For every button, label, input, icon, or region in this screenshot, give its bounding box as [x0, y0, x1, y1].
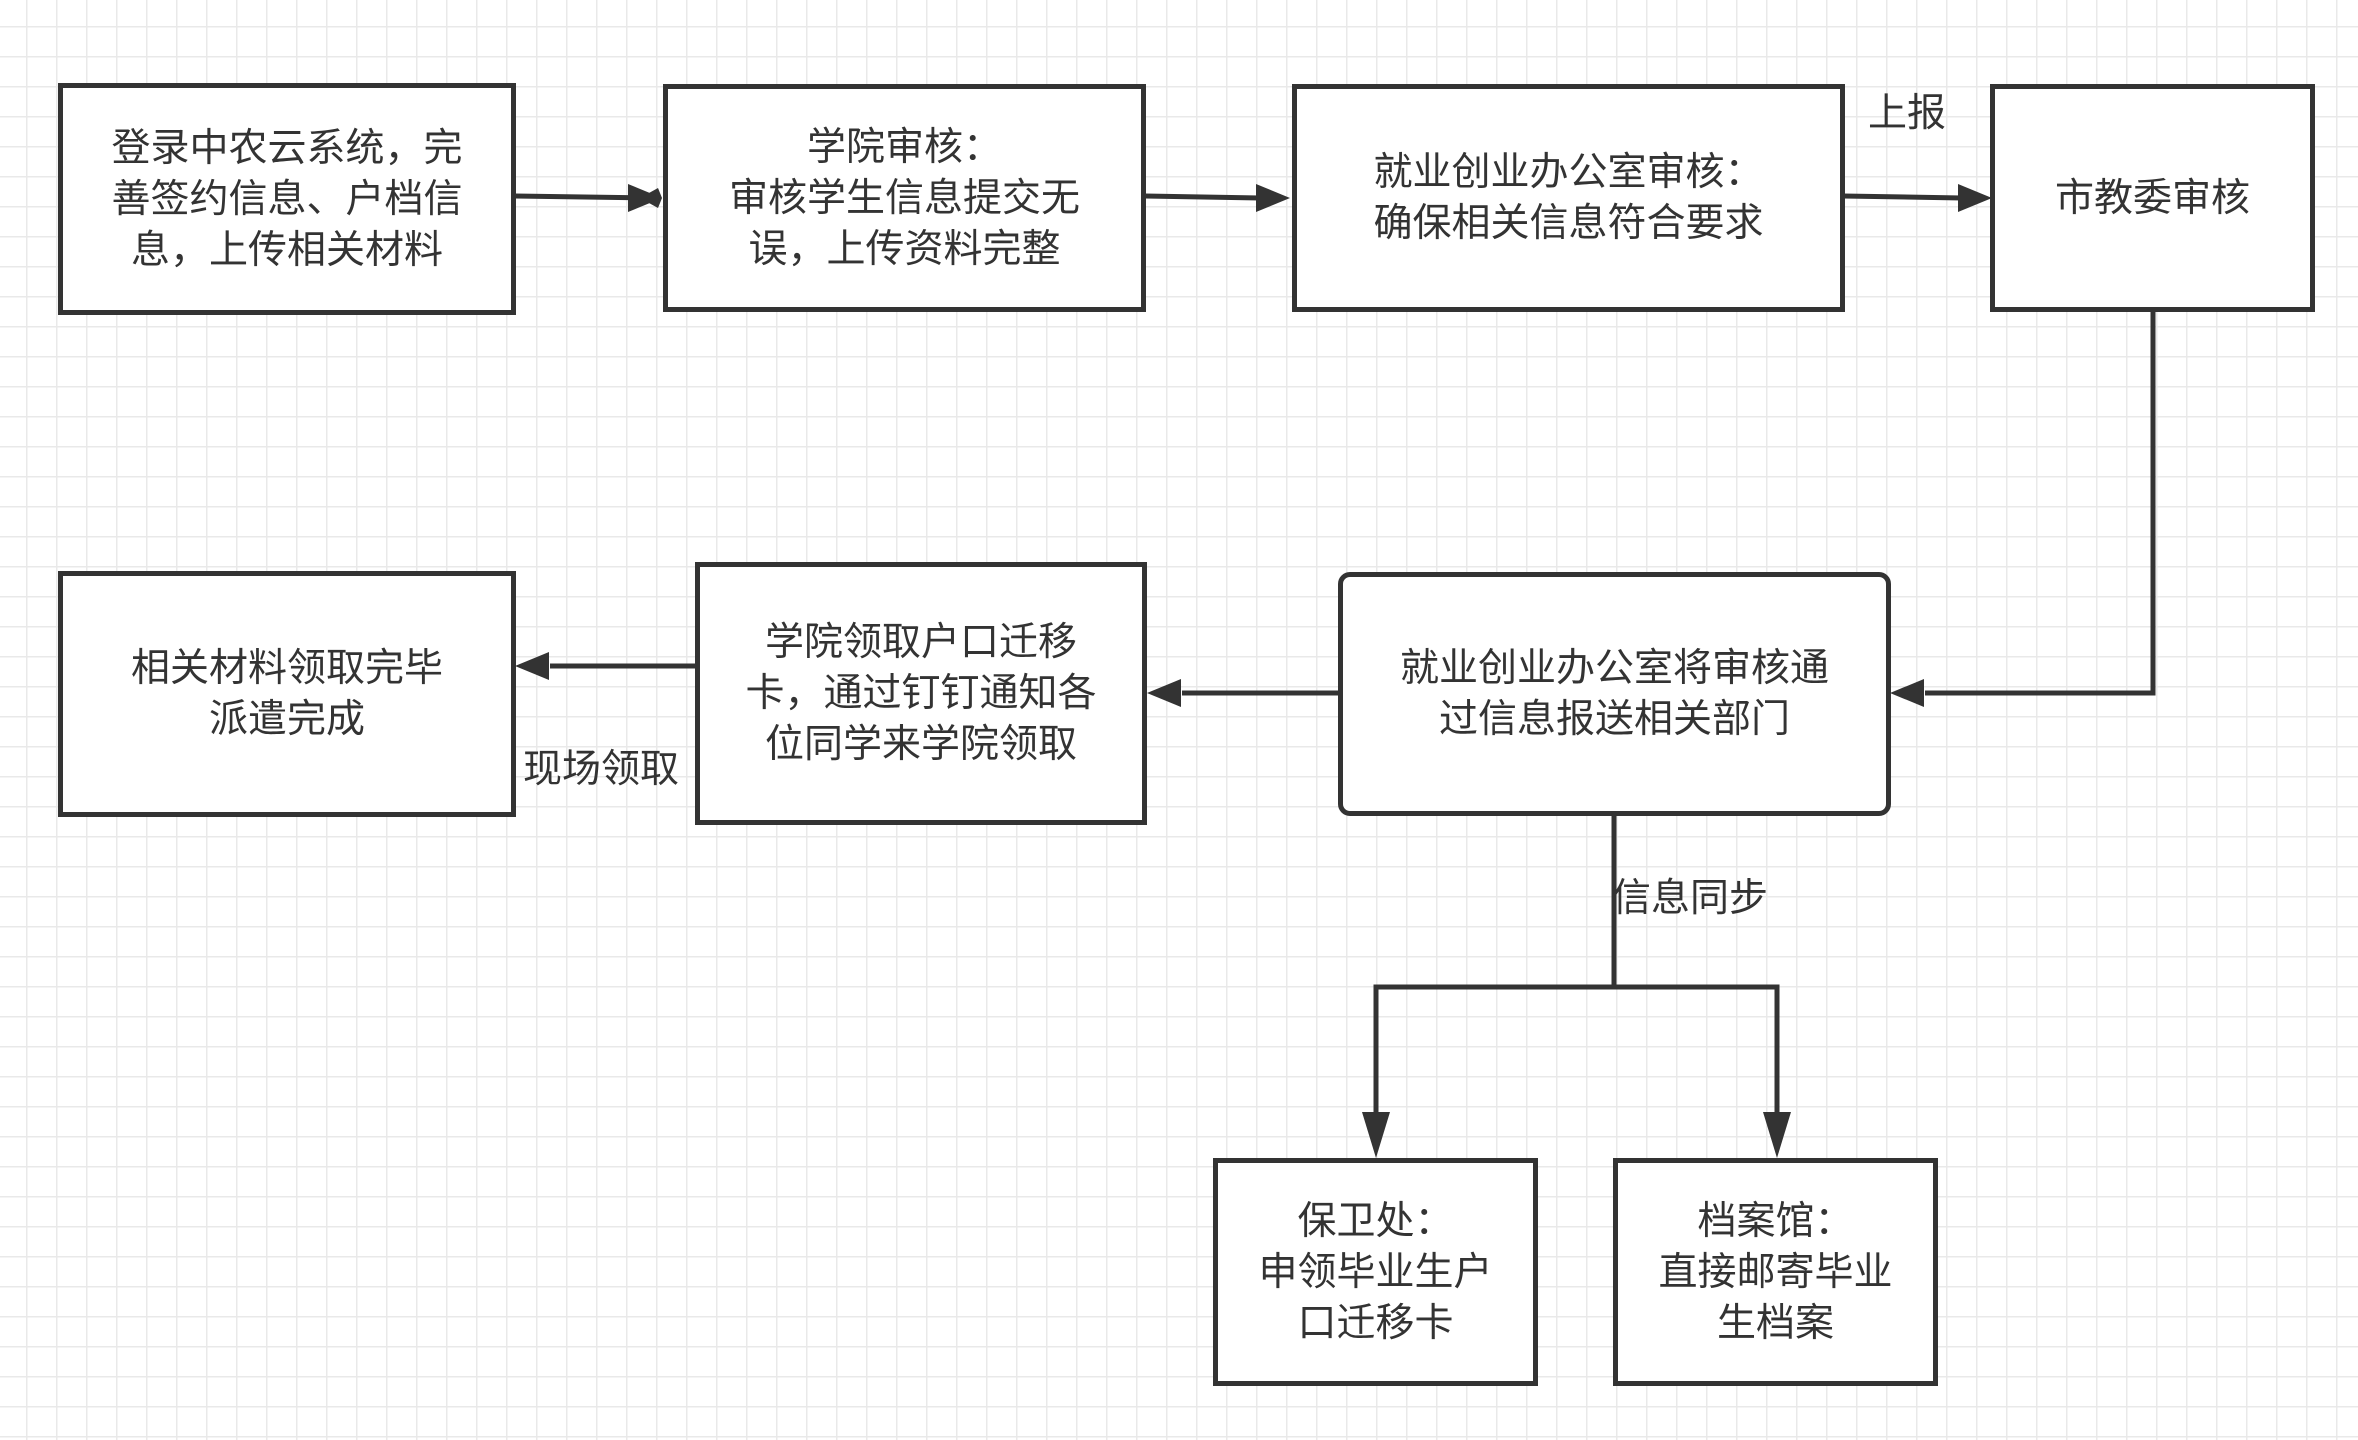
node-office-review-text: 就业创业办公室审核： 确保相关信息符合要求 [1373, 150, 1764, 246]
arrowhead [515, 652, 549, 680]
arrowhead [1958, 184, 1992, 212]
arrowhead [1890, 679, 1924, 707]
edge-label-report: 上报 [1868, 91, 1947, 136]
node-city-education-review: 市教委审核 [1990, 84, 2315, 312]
arrowhead [628, 184, 662, 212]
edge-label-sync: 信息同步 [1612, 876, 1769, 921]
node-college-review: 学院审核： 审核学生信息提交无 误，上传资料完整 [663, 84, 1146, 312]
node-archives: 档案馆： 直接邮寄毕业 生档案 [1613, 1158, 1938, 1386]
arrowhead [1147, 679, 1181, 707]
node-archives-text: 档案馆： 直接邮寄毕业 生档案 [1658, 1198, 1893, 1346]
node-security-office-text: 保卫处： 申领毕业生户 口迁移卡 [1258, 1198, 1493, 1346]
arrow-college-to-office-review [1144, 193, 1261, 201]
node-dispatch-complete-text: 相关材料领取完毕 派遣完成 [130, 646, 443, 742]
arrow-city-review-to-office-send [1925, 312, 2156, 696]
arrow-office-to-city-review [1842, 193, 1963, 201]
node-dispatch-complete: 相关材料领取完毕 派遣完成 [58, 571, 516, 817]
node-office-send-departments-text: 就业创业办公室将审核通 过信息报送相关部门 [1399, 646, 1829, 742]
node-college-review-text: 学院审核： 审核学生信息提交无 误，上传资料完整 [728, 124, 1080, 272]
arrowhead [1362, 1112, 1390, 1158]
node-security-office: 保卫处： 申领毕业生户 口迁移卡 [1213, 1158, 1538, 1386]
node-login-system-text: 登录中农云系统，完 善签约信息、户档信 息，上传相关材料 [111, 125, 463, 273]
edge-label-onsite-collect: 现场领取 [523, 747, 680, 792]
node-college-collect-cards: 学院领取户口迁移 卡，通过钉钉通知各 位同学来学院领取 [695, 562, 1147, 825]
node-college-collect-cards-text: 学院领取户口迁移 卡，通过钉钉通知各 位同学来学院领取 [745, 620, 1097, 767]
branch-connector [1373, 984, 1780, 1112]
node-office-review: 就业创业办公室审核： 确保相关信息符合要求 [1292, 84, 1845, 312]
node-office-send-departments: 就业创业办公室将审核通 过信息报送相关部门 [1338, 572, 1891, 816]
node-city-education-review-text: 市教委审核 [2054, 175, 2250, 221]
node-login-system: 登录中农云系统，完 善签约信息、户档信 息，上传相关材料 [58, 83, 516, 315]
arrowhead [1256, 184, 1290, 212]
arrowhead [1763, 1112, 1791, 1158]
